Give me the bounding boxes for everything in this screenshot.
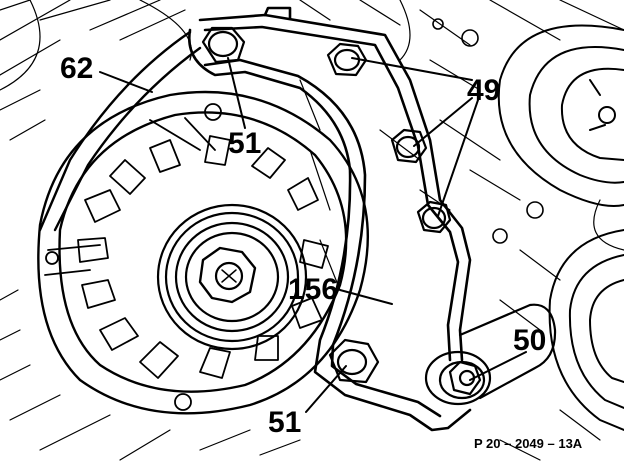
- alternator-pulley: [156, 203, 308, 351]
- leader-156: [339, 289, 393, 305]
- engine-fasteners: [432, 18, 544, 244]
- leader-51-upper: [227, 57, 246, 129]
- leader-51-lower: [305, 365, 347, 413]
- leader-49-c: [437, 99, 479, 217]
- alternator-housing: [37, 90, 370, 415]
- alternator-fins: [44, 117, 329, 379]
- callout-62: 62: [60, 52, 93, 85]
- reference-code: P 20 – 2049 – 13A: [474, 436, 583, 451]
- callout-50: 50: [513, 324, 546, 357]
- callout-49: 49: [467, 74, 500, 107]
- leader-62: [99, 71, 153, 93]
- guard-bracket: [187, 6, 472, 432]
- callout-51-lower: 51: [268, 406, 301, 439]
- crank-pulley: [497, 24, 624, 207]
- callout-51-upper: 51: [228, 127, 261, 160]
- leader-lines: [99, 57, 527, 413]
- alternator-screws: [45, 103, 222, 411]
- leader-49-a: [351, 57, 473, 81]
- callout-156: 156: [288, 273, 338, 306]
- leader-49-b: [413, 97, 473, 147]
- bracket-bolts: [201, 26, 452, 384]
- pivot-assembly: [424, 303, 557, 406]
- water-pump-pulley: [548, 229, 624, 431]
- leader-50: [469, 351, 527, 381]
